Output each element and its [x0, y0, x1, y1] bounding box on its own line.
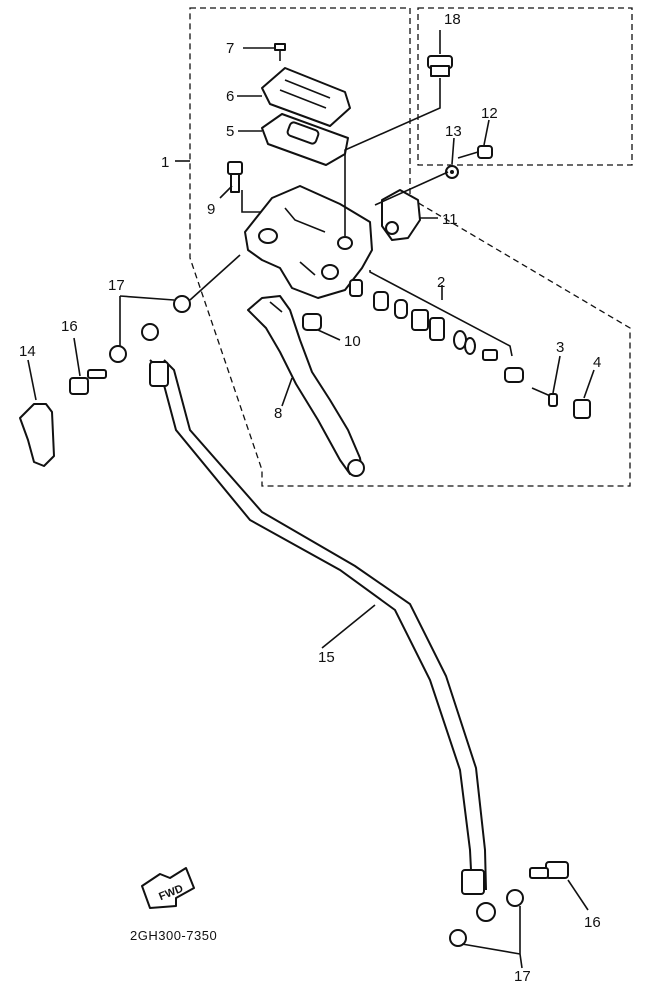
washer-part-17-lower	[449, 889, 524, 969]
diaphragm-part-5	[238, 113, 349, 166]
callout-6: 6	[226, 88, 234, 105]
callout-13: 13	[445, 123, 462, 140]
sub-assembly-boundary	[417, 7, 633, 166]
callout-11: 11	[442, 211, 458, 228]
nut-part-10	[302, 313, 341, 341]
plug-part-18	[344, 30, 453, 236]
callout-12: 12	[481, 105, 498, 122]
piston-kit-part-2	[349, 270, 524, 383]
callout-2: 2	[437, 274, 445, 291]
brake-lever-part-8	[247, 295, 365, 477]
callout-16-lower: 16	[584, 914, 601, 931]
callout-9: 9	[207, 201, 215, 218]
fwd-arrow-icon: FWD	[141, 867, 195, 909]
callout-16-upper: 16	[61, 318, 78, 335]
brake-hose-part-15	[141, 323, 496, 922]
callout-5: 5	[226, 123, 234, 140]
callout-1: 1	[161, 154, 169, 171]
boot-part-14	[19, 359, 55, 467]
callout-4: 4	[593, 354, 601, 371]
union-bolt-part-16-lower	[529, 861, 589, 911]
callout-17-upper: 17	[108, 277, 125, 294]
catalog-code: 2GH300-7350	[130, 928, 217, 943]
callout-7: 7	[226, 40, 234, 57]
screw-part-7	[243, 43, 286, 61]
bolt-part-12	[457, 119, 493, 159]
holder-part-11	[374, 171, 449, 241]
washer-part-17-upper	[109, 254, 241, 363]
union-bolt-part-16-upper	[69, 337, 107, 395]
callout-14: 14	[19, 343, 36, 360]
screw-part-3	[531, 355, 561, 407]
callout-10: 10	[344, 333, 361, 350]
cap-part-4	[573, 369, 595, 419]
callout-17-lower: 17	[514, 968, 531, 985]
assembly-boundary	[189, 7, 631, 487]
callout-8: 8	[274, 405, 282, 422]
callout-18: 18	[444, 11, 461, 28]
reservoir-cap-part-6	[237, 67, 351, 127]
bolt-part-9	[219, 161, 262, 213]
master-cylinder-body-part-1	[175, 160, 373, 299]
callout-15: 15	[318, 649, 335, 666]
washer-part-13	[445, 137, 459, 179]
callout-3: 3	[556, 339, 564, 356]
